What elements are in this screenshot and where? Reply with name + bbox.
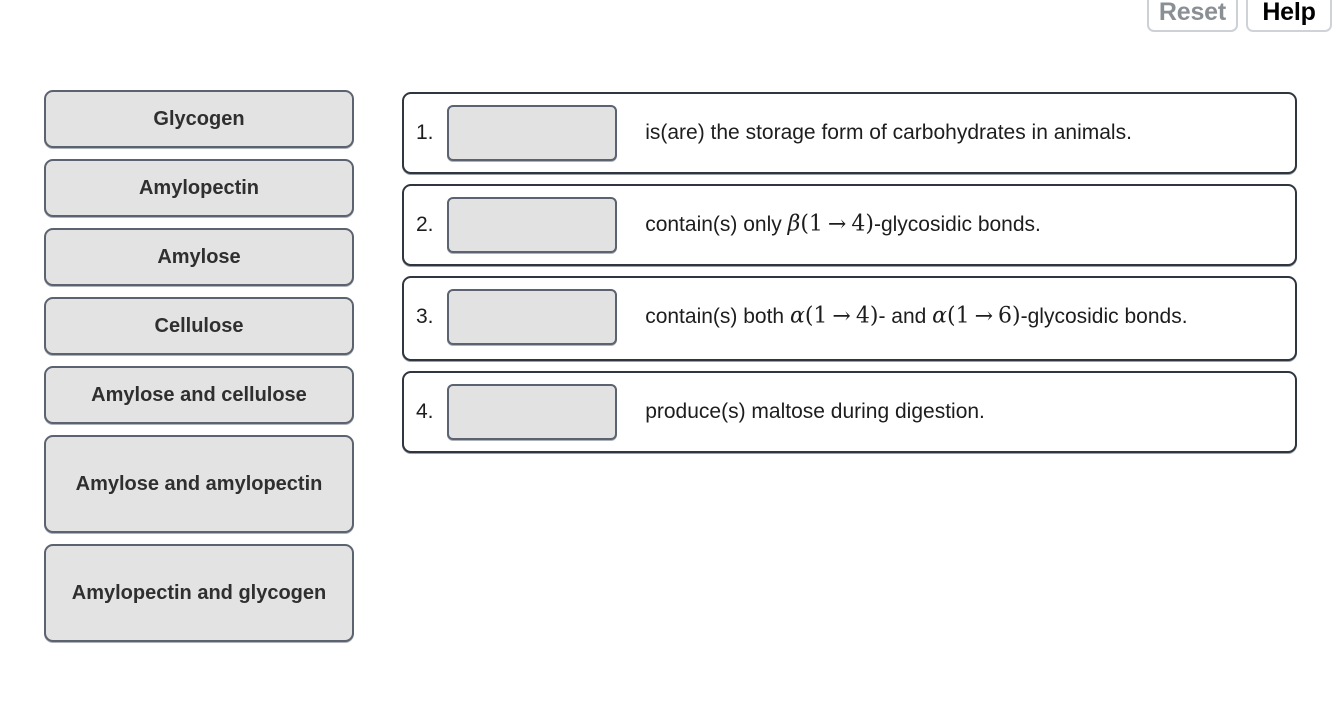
draggable-tile-label: Cellulose: [154, 314, 244, 337]
draggable-tile[interactable]: Cellulose: [44, 297, 354, 355]
draggable-tile[interactable]: Glycogen: [44, 90, 354, 148]
greek-alpha: α: [789, 303, 805, 329]
reset-button[interactable]: Reset: [1146, 0, 1238, 32]
statement-text-mid: - and: [878, 304, 933, 328]
statement-text: is(are) the storage form of carbohydrate…: [645, 120, 1132, 144]
greek-beta: β: [787, 211, 801, 237]
statement-text-tail: -glycosidic bonds.: [1020, 304, 1188, 328]
statement-number: 4.: [416, 399, 434, 423]
draggable-tile[interactable]: Amylose: [44, 228, 354, 286]
statement-text: produce(s) maltose during digestion.: [645, 399, 985, 423]
draggable-tile-label: Amylose and cellulose: [91, 383, 307, 406]
drop-slot[interactable]: [447, 197, 618, 253]
statement-list: 1. is(are) the storage form of carbohydr…: [402, 92, 1297, 463]
draggable-tile[interactable]: Amylose and cellulose: [44, 366, 354, 424]
draggable-tile[interactable]: Amylopectin: [44, 159, 354, 217]
statement-row[interactable]: 4. produce(s) maltose during digestion.: [402, 371, 1297, 453]
greek-alpha: α: [932, 303, 947, 329]
draggable-tile-label: Amylopectin: [138, 176, 260, 199]
draggable-tile-label: Amylopectin and glycogen: [71, 581, 327, 604]
statement-number: 2.: [416, 212, 434, 236]
math-expression: α(1→4): [789, 303, 879, 329]
drop-slot[interactable]: [447, 105, 618, 161]
math-expression: α(1→6): [932, 303, 1021, 329]
draggable-tile[interactable]: Amylopectin and glycogen: [44, 544, 354, 642]
draggable-tile[interactable]: Amylose and amylopectin: [44, 435, 354, 533]
draggable-tile-label: Glycogen: [153, 107, 245, 130]
draggable-tile-label: Amylose and amylopectin: [75, 472, 323, 495]
draggable-tile-label: Amylose: [157, 245, 241, 268]
math-expression: β(1→4): [787, 211, 874, 237]
statement-text: contain(s) only: [645, 212, 788, 236]
statement-number: 1.: [416, 120, 434, 144]
statement-row[interactable]: 1. is(are) the storage form of carbohydr…: [402, 92, 1297, 174]
answer-bank: Glycogen Amylopectin Amylose Cellulose A…: [44, 90, 354, 653]
statement-text-tail: -glycosidic bonds.: [873, 212, 1041, 236]
statement-text: contain(s) both: [645, 304, 790, 328]
toolbar: Reset Help: [1146, 0, 1332, 32]
drop-slot[interactable]: [447, 384, 618, 440]
drop-slot[interactable]: [447, 289, 618, 345]
statement-row[interactable]: 2. contain(s) only β(1→4)-glycosidic bon…: [402, 184, 1297, 266]
help-button[interactable]: Help: [1246, 0, 1332, 32]
statement-row[interactable]: 3. contain(s) both α(1→4)- and α(1→6)-gl…: [402, 276, 1297, 361]
statement-number: 3.: [416, 304, 434, 328]
